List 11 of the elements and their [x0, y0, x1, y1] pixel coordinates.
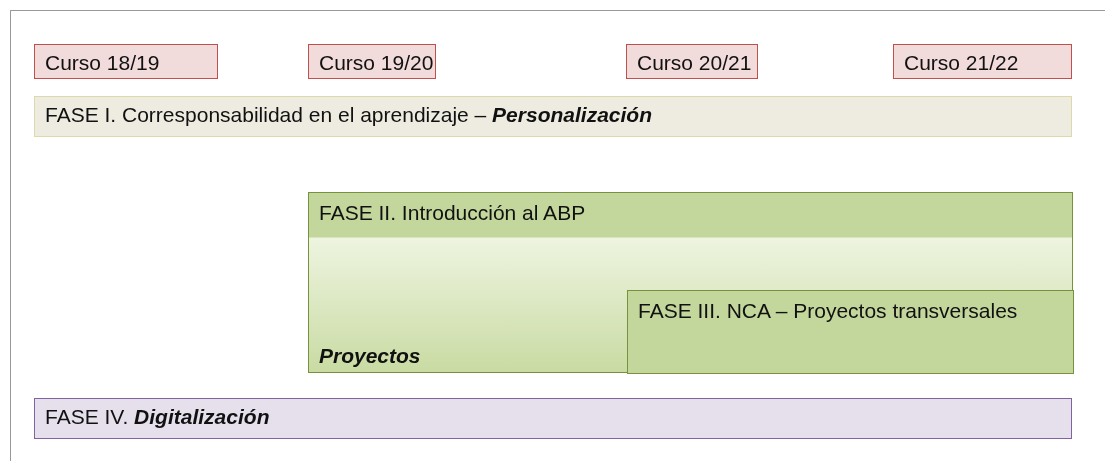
- phase-title: FASE II. Introducción al ABP: [319, 201, 587, 225]
- phase-label: Proyectos: [319, 344, 421, 368]
- year-box: Curso 19/20: [308, 44, 436, 79]
- phase-bar: FASE IV. Digitalización: [34, 398, 1072, 439]
- year-box: Curso 20/21: [626, 44, 758, 79]
- phase-title: FASE III. NCA – Proyectos transversales: [638, 299, 1019, 323]
- phase-panel: [308, 192, 1073, 373]
- year-box: Curso 21/22: [893, 44, 1072, 79]
- year-box: Curso 18/19: [34, 44, 218, 79]
- phase-bar: FASE I. Corresponsabilidad en el aprendizaje – Personalización: [34, 96, 1072, 137]
- phase-bar: [627, 290, 1074, 374]
